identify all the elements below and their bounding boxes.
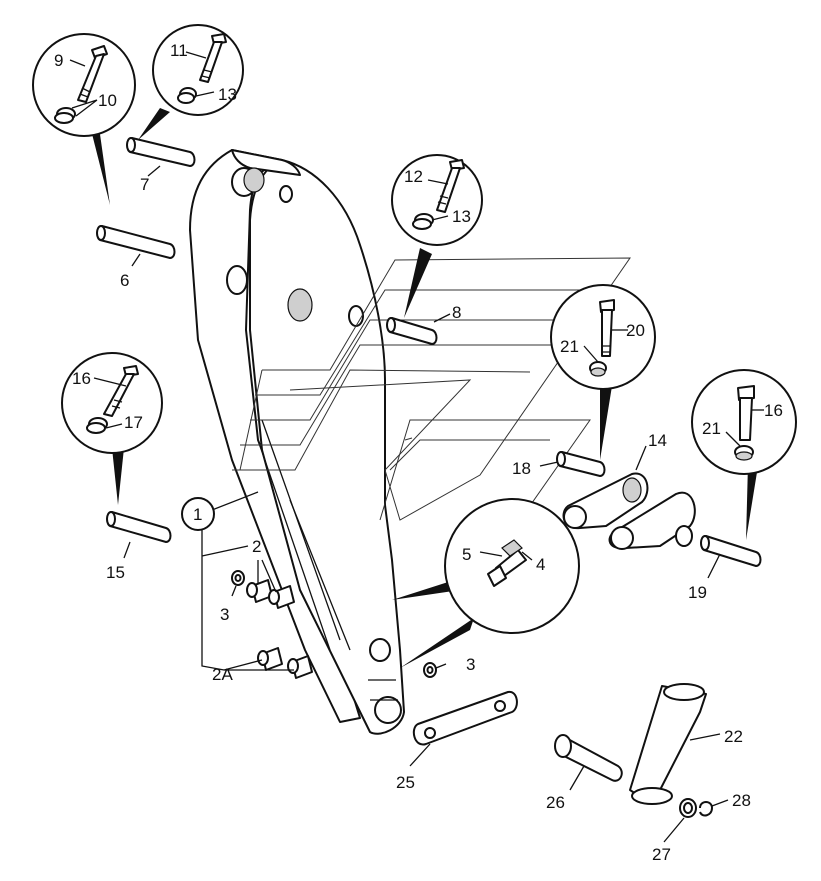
pin-6 bbox=[96, 225, 176, 259]
pin-15 bbox=[106, 511, 172, 543]
mid-boss-right bbox=[348, 305, 364, 327]
callout-16: 16 bbox=[72, 369, 91, 388]
mid-boss-center bbox=[287, 288, 313, 322]
callout-11: 11 bbox=[170, 41, 188, 60]
plate-25 bbox=[412, 690, 518, 746]
callout-4: 4 bbox=[536, 555, 545, 574]
bottom-boss bbox=[374, 696, 402, 724]
callout-21: 21 bbox=[702, 419, 721, 438]
callout-22: 22 bbox=[724, 727, 743, 746]
link-22 bbox=[629, 685, 707, 803]
mid-boss-left bbox=[226, 265, 248, 295]
callout-3: 3 bbox=[220, 605, 229, 624]
item-1-circle bbox=[181, 497, 215, 531]
callout-15: 15 bbox=[106, 563, 125, 582]
callout-13: 13 bbox=[452, 207, 471, 226]
callout-2: 2 bbox=[252, 537, 261, 556]
callout-27: 27 bbox=[652, 845, 671, 864]
pin-19 bbox=[700, 535, 762, 567]
callout-2A: 2A bbox=[212, 665, 233, 684]
loose-parts bbox=[96, 137, 762, 818]
callout-3: 3 bbox=[466, 655, 475, 674]
callout-9: 9 bbox=[54, 51, 63, 70]
circlip-28 bbox=[699, 801, 713, 817]
zoom-circle-bolt-12 bbox=[391, 154, 483, 318]
zoom-circle-bolt-16-right bbox=[691, 369, 797, 540]
callout-26: 26 bbox=[546, 793, 565, 812]
callout-28: 28 bbox=[732, 791, 751, 810]
callout-8: 8 bbox=[452, 303, 461, 322]
callout-1: 1 bbox=[193, 505, 202, 524]
top-hole bbox=[279, 185, 293, 203]
callout-17: 17 bbox=[124, 413, 143, 432]
zoom-circle-bolt-9 bbox=[32, 33, 136, 205]
callouts: 9 10 11 13 7 6 12 13 8 20 21 16 17 16 21… bbox=[54, 41, 783, 864]
callout-16: 16 bbox=[764, 401, 783, 420]
callout-21: 21 bbox=[560, 337, 579, 356]
top-boss-right bbox=[243, 167, 265, 193]
callout-18: 18 bbox=[512, 459, 531, 478]
ghost-outline-hatching bbox=[232, 257, 631, 521]
lower-boss bbox=[369, 638, 391, 662]
leader-lines bbox=[123, 165, 729, 843]
callout-5: 5 bbox=[462, 545, 471, 564]
arm-top-web bbox=[231, 149, 301, 176]
callout-10: 10 bbox=[98, 91, 117, 110]
callout-19: 19 bbox=[688, 583, 707, 602]
callout-12: 12 bbox=[404, 167, 423, 186]
pin-7 bbox=[126, 137, 196, 167]
callout-13: 13 bbox=[218, 85, 237, 104]
main-arm-assembly bbox=[189, 149, 405, 735]
callout-6: 6 bbox=[120, 271, 129, 290]
zoom-circle-bolt-16-left bbox=[61, 352, 163, 505]
zoom-circle-bolt-20 bbox=[550, 284, 656, 460]
callout-7: 7 bbox=[140, 175, 149, 194]
zoom-circle-grease-nipple bbox=[392, 498, 580, 668]
callout-14: 14 bbox=[648, 431, 667, 450]
callout-25: 25 bbox=[396, 773, 415, 792]
zoom-circle-bolt-11 bbox=[138, 24, 244, 140]
callout-20: 20 bbox=[626, 321, 645, 340]
pin-26 bbox=[559, 737, 623, 782]
